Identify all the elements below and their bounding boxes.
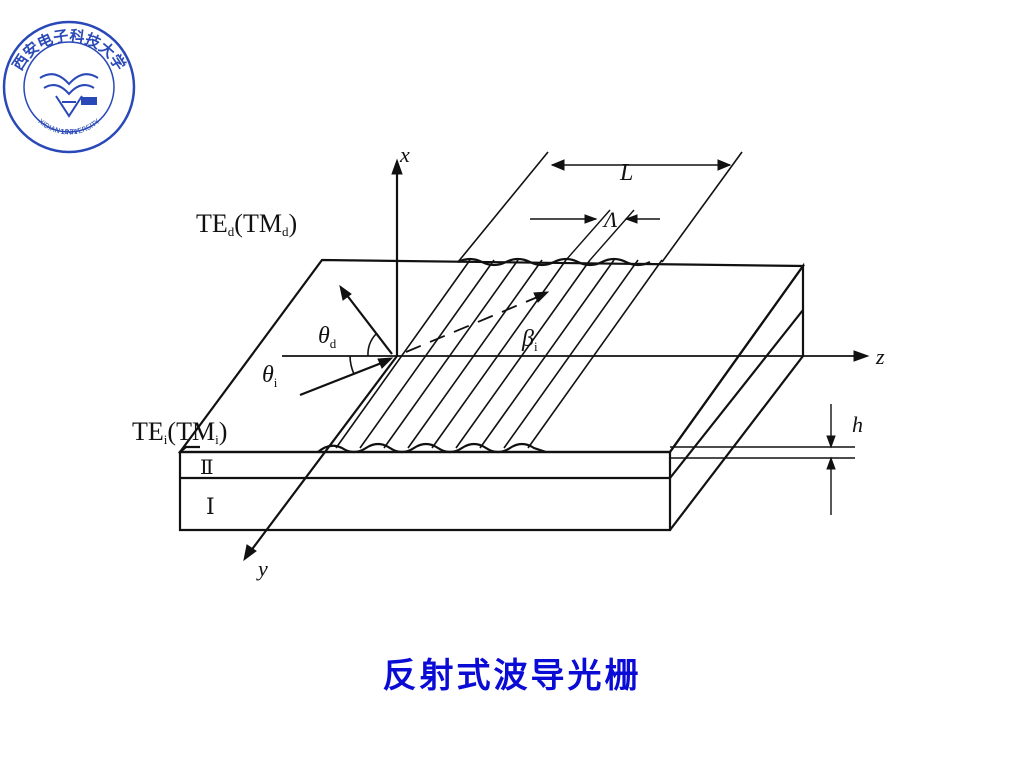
incident-mode-label: TEi(TMi) bbox=[132, 417, 227, 447]
y-axis bbox=[249, 355, 398, 553]
angle-incident-arc bbox=[349, 355, 355, 375]
grating-length-label: L bbox=[619, 160, 633, 186]
thickness-label: h bbox=[852, 412, 863, 437]
svg-text:TEd(TMd): TEd(TMd) bbox=[196, 209, 297, 239]
emblem-icon bbox=[39, 73, 99, 118]
grating-corrugation-front bbox=[317, 442, 547, 454]
x-axis-label: x bbox=[399, 142, 410, 167]
incident-wave-arrow bbox=[299, 360, 385, 397]
propagation-label: βi bbox=[521, 326, 538, 354]
university-logo: 西安电子科技大学 XIDIAN UNIVERSITY 1931 bbox=[2, 20, 136, 154]
slide-caption: 反射式波导光栅 bbox=[382, 656, 642, 696]
length-guide-left bbox=[457, 151, 549, 263]
length-guide-right bbox=[661, 151, 743, 263]
diffracted-wave-arrow bbox=[345, 293, 393, 355]
y-axis-label: y bbox=[256, 556, 268, 581]
grating-grooves bbox=[335, 259, 663, 449]
grating-period-label: Λ bbox=[602, 207, 618, 232]
grating-corrugation-back bbox=[457, 257, 651, 267]
svg-text:TEi(TMi): TEi(TMi) bbox=[132, 417, 227, 447]
slab-front-face bbox=[178, 450, 672, 532]
diffracted-mode-label: TEd(TMd) bbox=[196, 209, 297, 239]
angle-diffracted-label: θd bbox=[318, 323, 337, 351]
slab-side-face bbox=[669, 262, 805, 531]
svg-text:1931: 1931 bbox=[60, 128, 78, 136]
z-axis-label: z bbox=[875, 344, 885, 369]
layer-bottom-label: Ⅰ bbox=[206, 494, 215, 519]
layer-top-label: Ⅱ bbox=[200, 457, 214, 479]
angle-incident-label: θi bbox=[262, 362, 278, 390]
angle-diffracted-arc bbox=[367, 333, 377, 357]
